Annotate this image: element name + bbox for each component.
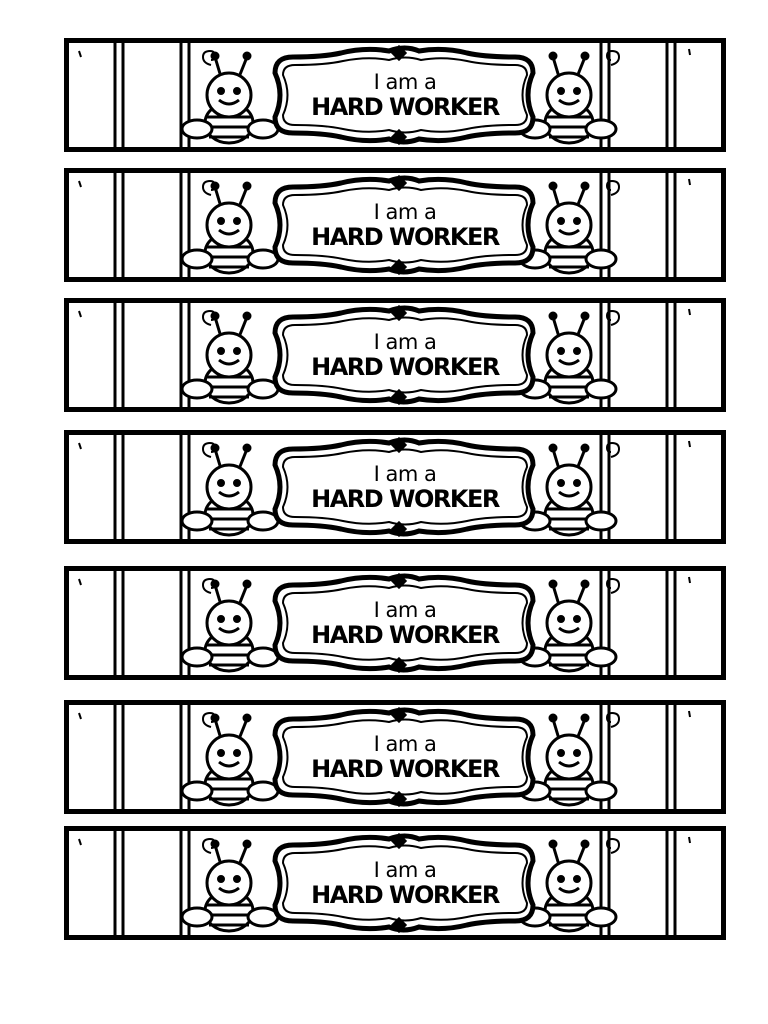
bee-icon xyxy=(180,713,280,807)
corner-ticks xyxy=(78,178,691,188)
band-decoration xyxy=(78,831,691,935)
band-decoration xyxy=(78,435,691,539)
headband-strip: I am a HARD WORKER xyxy=(64,298,726,412)
ornate-frame xyxy=(272,174,536,276)
ornate-frame xyxy=(272,572,536,674)
headband-strip: I am a HARD WORKER xyxy=(64,430,726,544)
corner-ticks xyxy=(78,440,691,450)
band-decoration xyxy=(78,303,691,407)
band-decoration xyxy=(78,43,691,147)
band-decoration xyxy=(78,571,691,675)
bee-icon xyxy=(180,311,280,405)
corner-ticks xyxy=(78,576,691,586)
ornate-frame xyxy=(272,832,536,934)
bee-icon xyxy=(180,443,280,537)
corner-ticks xyxy=(78,48,691,58)
band-decoration xyxy=(78,173,691,277)
headband-strip: I am a HARD WORKER xyxy=(64,566,726,680)
band-decoration xyxy=(78,705,691,809)
corner-ticks xyxy=(78,710,691,720)
bee-icon xyxy=(180,839,280,933)
ornate-frame xyxy=(272,436,536,538)
bee-icon xyxy=(518,443,618,537)
bee-icon xyxy=(180,579,280,673)
corner-ticks xyxy=(78,836,691,846)
bee-icon xyxy=(180,181,280,275)
bee-icon xyxy=(518,839,618,933)
headband-strip: I am a HARD WORKER xyxy=(64,700,726,814)
bee-icon xyxy=(518,713,618,807)
bee-icon xyxy=(518,51,618,145)
headband-strip: I am a HARD WORKER xyxy=(64,826,726,940)
bee-icon xyxy=(180,51,280,145)
ornate-frame xyxy=(272,304,536,406)
headband-strip: I am a HARD WORKER xyxy=(64,168,726,282)
corner-ticks xyxy=(78,308,691,318)
headband-strip: I am a HARD WORKER xyxy=(64,38,726,152)
ornate-frame xyxy=(272,44,536,146)
ornate-frame xyxy=(272,706,536,808)
bee-icon xyxy=(518,181,618,275)
